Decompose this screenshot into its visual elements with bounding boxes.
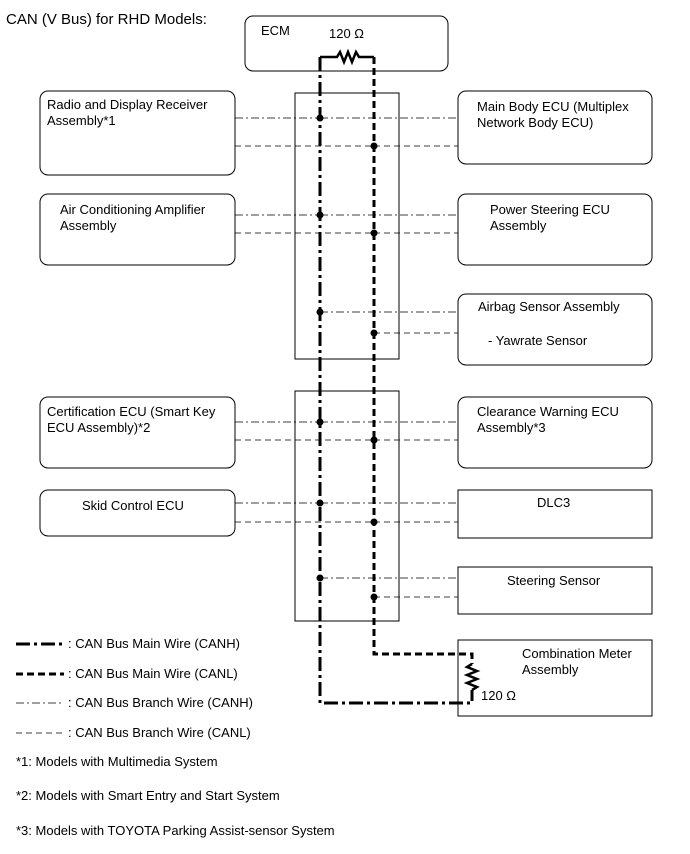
clearance-warning-ecu-label: Clearance Warning ECU Assembly*3 [477,404,619,435]
certification-ecu-label: Certification ECU (Smart Key ECU Assembl… [47,404,216,435]
meter-resistor [463,662,481,692]
can-main-wire-canh [318,57,474,705]
legend-main-canl-label: : CAN Bus Main Wire (CANL) [68,666,238,681]
legend-branch-canl-label: : CAN Bus Branch Wire (CANL) [68,725,251,740]
junction-connector-upper [294,92,400,360]
junction-dot [370,229,378,237]
combination-meter-label: Combination Meter Assembly [522,646,632,677]
radio-display-receiver-box [39,90,236,176]
junction-dot [316,308,324,316]
ac-amplifier-box [39,193,236,266]
footnote-3: *3: Models with TOYOTA Parking Assist-se… [16,823,335,838]
can-main-wire-canl [372,57,474,664]
power-steering-ecu-label: Power Steering ECU Assembly [490,202,610,233]
legend-main-canh-label: : CAN Bus Main Wire (CANH) [68,636,240,651]
steering-sensor-box [457,566,653,615]
ecm-label: ECM [261,23,290,38]
junction-dot [316,114,324,122]
junction-dot [316,211,324,219]
junction-connector-lower [294,390,400,622]
junction-dot [370,142,378,150]
junction-dot [316,499,324,507]
junction-dot [370,329,378,337]
legend-branch-canh-label: : CAN Bus Branch Wire (CANH) [68,695,253,710]
ac-amplifier-label: Air Conditioning Amplifier Assembly [60,202,206,233]
footnote-2: *2: Models with Smart Entry and Start Sy… [16,788,280,803]
airbag-sensor-box [457,293,653,366]
ecm-resistor-label: 120 Ω [329,26,365,41]
footnote-1: *1: Models with Multimedia System [16,754,218,769]
junction-dot [370,436,378,444]
dlc3-label: DLC3 [537,495,571,510]
diagram-title: CAN (V Bus) for RHD Models: [6,11,207,28]
airbag-sensor-label: Airbag Sensor Assembly [478,299,620,314]
main-body-ecu-box [457,90,653,165]
steering-sensor-label: Steering Sensor [507,573,601,588]
clearance-warning-ecu-box [457,396,653,469]
certification-ecu-box [39,396,236,469]
meter-resistor-label: 120 Ω [481,688,517,703]
skid-control-ecu-label: Skid Control ECU [82,498,184,513]
radio-display-receiver-label: Radio and Display Receiver Assembly*1 [47,97,208,128]
skid-control-ecu-box [39,489,236,537]
yawrate-sensor-label: - Yawrate Sensor [488,333,588,348]
main-body-ecu-label: Main Body ECU (Multiplex Network Body EC… [477,99,629,130]
junction-dot [370,518,378,526]
junction-dot [316,418,324,426]
ecm-box [244,15,449,72]
junction-dot [316,574,324,582]
dlc3-box [457,489,653,539]
power-steering-ecu-box [457,193,653,266]
combination-meter-box [457,639,653,717]
junction-dot [370,593,378,601]
ecm-resistor [320,48,374,66]
